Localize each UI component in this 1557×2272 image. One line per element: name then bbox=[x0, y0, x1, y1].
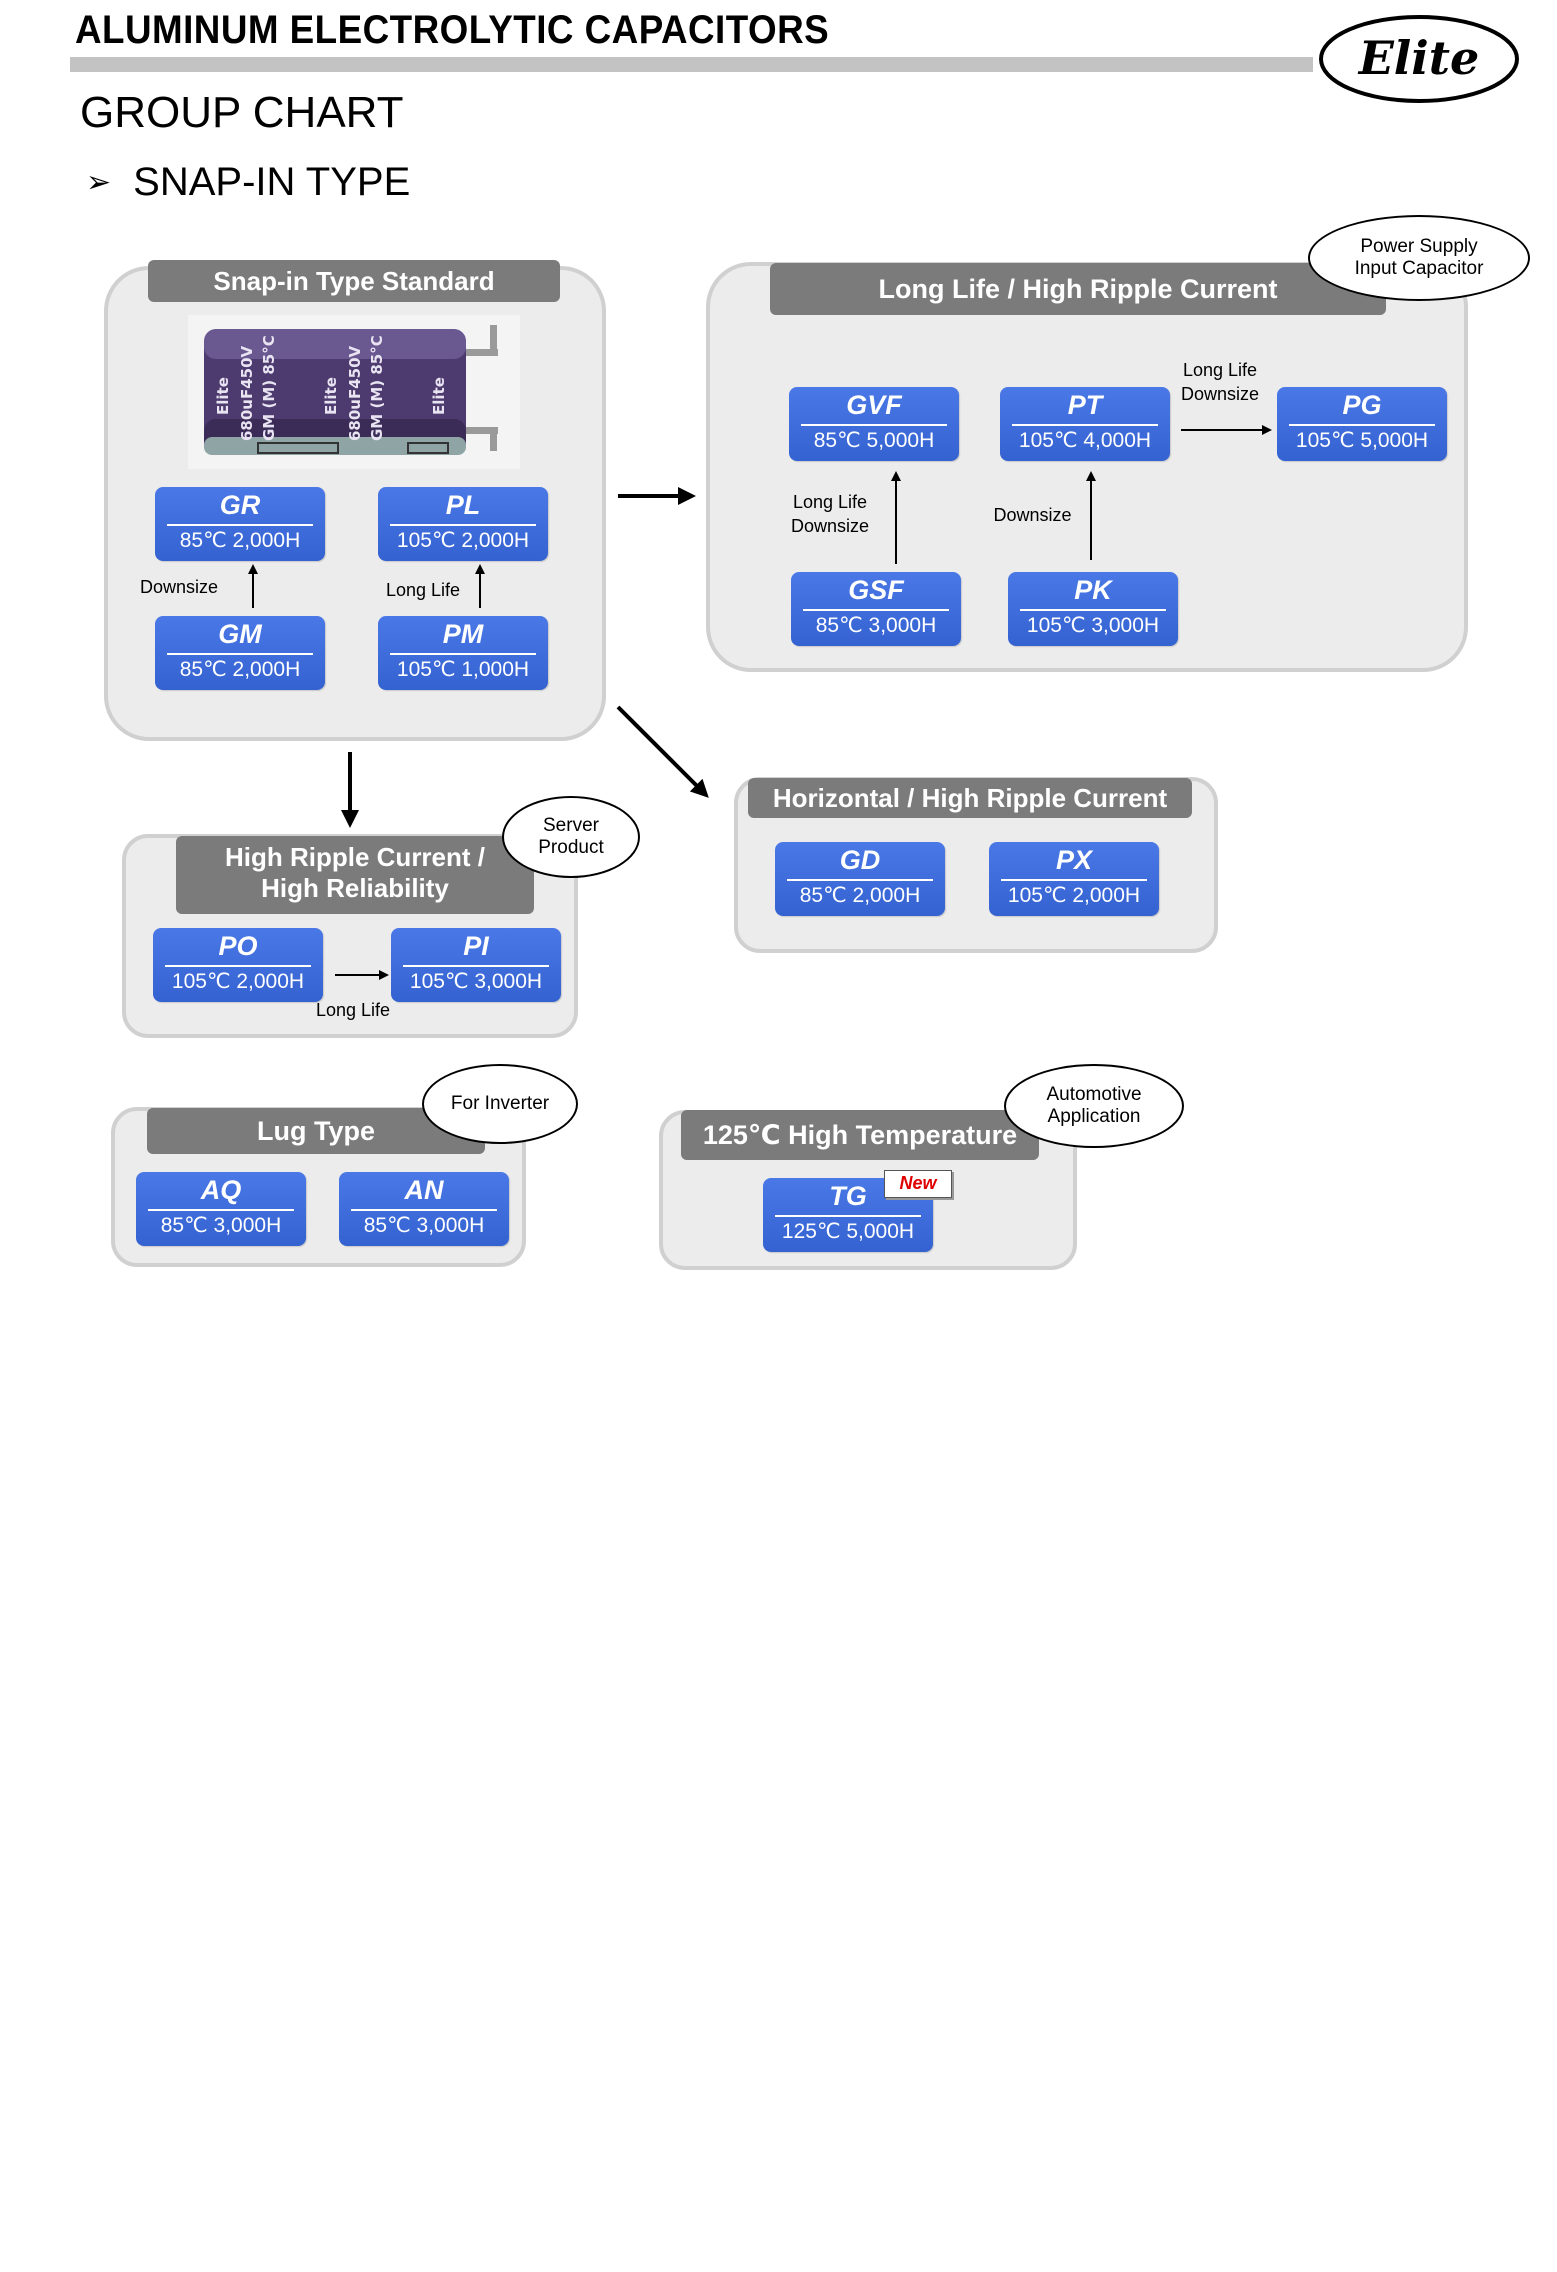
section-title: ➢ SNAP-IN TYPE bbox=[86, 160, 410, 205]
product-po: PO 105℃ 2,000H bbox=[153, 928, 323, 1002]
product-gm: GM 85℃ 2,000H bbox=[155, 616, 325, 690]
product-gsf: GSF 85℃ 3,000H bbox=[791, 572, 961, 646]
product-pk: PK 105℃ 3,000H bbox=[1008, 572, 1178, 646]
label-downsize-gm-gr: Downsize bbox=[140, 577, 219, 597]
photo-brand-text: Elite bbox=[214, 377, 232, 415]
document-title: ALUMINUM ELECTROLYTIC CAPACITORS bbox=[75, 8, 830, 52]
group-title-horizontal: Horizontal / High Ripple Current bbox=[748, 778, 1192, 818]
product-pt: PT 105℃ 4,000H bbox=[1000, 387, 1170, 461]
title-rule bbox=[70, 57, 1313, 72]
svg-text:GM (M) 85°C: GM (M) 85°C bbox=[368, 335, 386, 441]
photo-rating-text: 680uF450V bbox=[238, 345, 256, 441]
label-longlife-pm-pl: Long Life bbox=[386, 580, 461, 600]
section-label: SNAP-IN TYPE bbox=[133, 160, 411, 204]
product-an: AN 85℃ 3,000H bbox=[339, 1172, 509, 1246]
group-chart-title: GROUP CHART bbox=[80, 88, 404, 137]
new-badge: New bbox=[884, 1170, 952, 1198]
product-pl: PL 105℃ 2,000H bbox=[378, 487, 548, 561]
product-pm: PM 105℃ 1,000H bbox=[378, 616, 548, 690]
capacitor-photo: Elite 680uF450V GM (M) 85°C Elite 680uF4… bbox=[188, 315, 520, 469]
callout-for-inverter: For Inverter bbox=[422, 1064, 578, 1144]
svg-text:Elite: Elite bbox=[430, 377, 448, 415]
svg-text:Elite: Elite bbox=[322, 377, 340, 415]
group-title-snapin-standard: Snap-in Type Standard bbox=[148, 260, 560, 302]
group-title-high-ripple: High Ripple Current /High Reliability bbox=[176, 836, 534, 914]
chevron-right-icon: ➢ bbox=[86, 166, 112, 199]
product-gd: GD 85℃ 2,000H bbox=[775, 842, 945, 916]
product-pg: PG 105℃ 5,000H bbox=[1277, 387, 1447, 461]
product-gr: GR 85℃ 2,000H bbox=[155, 487, 325, 561]
product-gvf: GVF 85℃ 5,000H bbox=[789, 387, 959, 461]
elite-logo: Elite bbox=[1319, 15, 1519, 103]
product-pi: PI 105℃ 3,000H bbox=[391, 928, 561, 1002]
arrow-standard-to-horizontal bbox=[616, 705, 709, 798]
product-aq: AQ 85℃ 3,000H bbox=[136, 1172, 306, 1246]
capacitor-illustration: Elite 680uF450V GM (M) 85°C Elite 680uF4… bbox=[188, 315, 520, 469]
group-title-high-temp: 125℃ High Temperature bbox=[681, 1110, 1039, 1160]
svg-text:Elite: Elite bbox=[1357, 31, 1480, 85]
label-po-pi: Long Life bbox=[316, 1000, 391, 1020]
product-px: PX 105℃ 2,000H bbox=[989, 842, 1159, 916]
svg-text:680uF450V: 680uF450V bbox=[346, 345, 364, 441]
group-title-long-life: Long Life / High Ripple Current bbox=[770, 263, 1386, 315]
photo-series-text: GM (M) 85°C bbox=[260, 335, 278, 441]
label-pk-pt: Downsize bbox=[993, 505, 1072, 525]
